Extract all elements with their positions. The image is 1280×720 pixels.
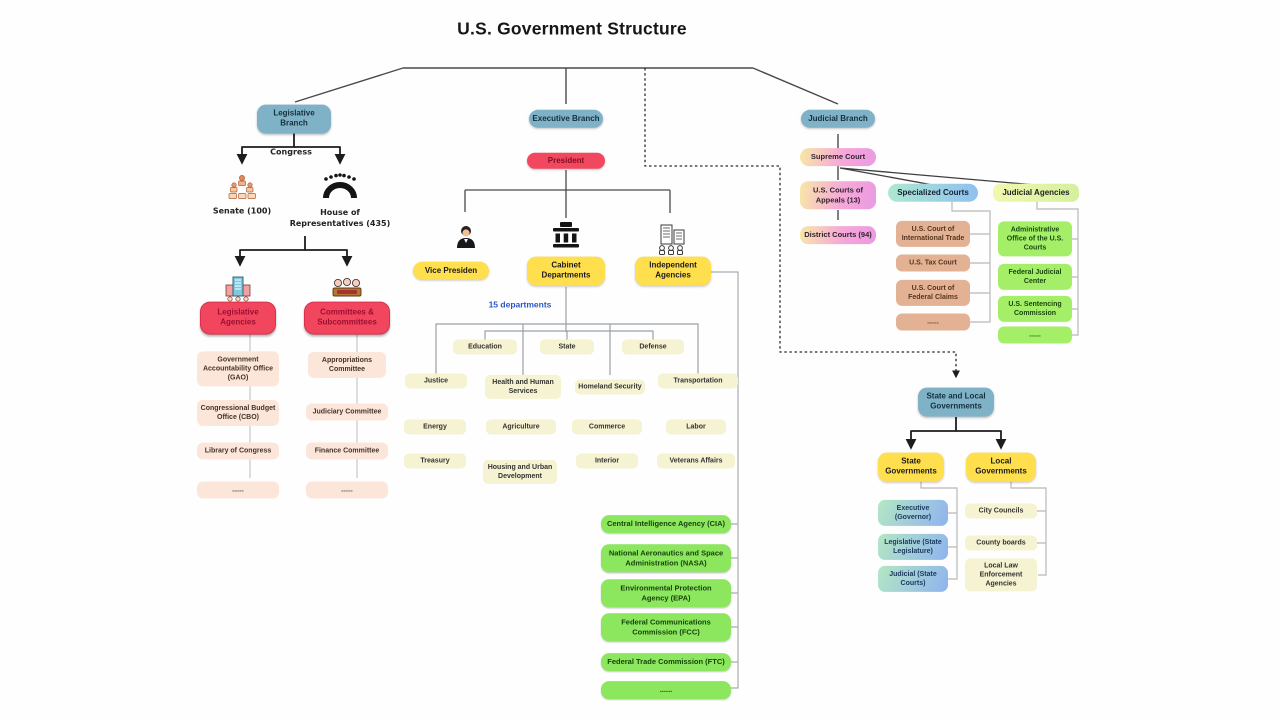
- node-court-federal-claims: U.S. Court of Federal Claims: [896, 279, 970, 307]
- node-finance-committee: Finance Committee: [306, 442, 388, 460]
- node-state-governments: State Governments: [878, 452, 944, 482]
- node-committees-more: ......: [306, 481, 388, 499]
- house-of-representatives-icon: [323, 173, 357, 199]
- vice-president-person-icon: [457, 226, 475, 248]
- node-fcc: Federal Communications Commission (FCC): [601, 613, 731, 641]
- node-state-executive-governor: Executive (Governor): [878, 499, 948, 527]
- node-specialized-courts: Specialized Courts: [888, 183, 978, 203]
- node-courts-of-appeals: U.S. Courts of Appeals (13): [800, 181, 876, 209]
- node-court-international-trade: U.S. Court of International Trade: [896, 220, 970, 248]
- node-state-courts: Judicial (State Courts): [878, 565, 948, 593]
- node-dept-labor: Labor: [666, 419, 726, 435]
- node-local-law-enforcement: Local Law Enforcement Agencies: [965, 558, 1037, 592]
- node-gao: Government Accountability Office (GAO): [197, 351, 279, 387]
- senate-people-icon: [228, 175, 256, 199]
- node-supreme-court: Supreme Court: [800, 148, 876, 166]
- node-dept-state: State: [540, 339, 594, 355]
- node-vice-president: Vice Presiden: [413, 261, 489, 281]
- node-judicial-agencies-more: ......: [998, 326, 1072, 344]
- node-dept-education: Education: [453, 339, 517, 355]
- node-dept-commerce: Commerce: [572, 419, 642, 435]
- node-nasa: National Aeronautics and Space Administr…: [601, 544, 731, 572]
- node-state-local-governments: State and Local Governments: [918, 387, 994, 417]
- house-label: House of Representatives (435): [289, 208, 391, 228]
- departments-count-note: 15 departments: [488, 299, 552, 310]
- node-dept-hhs: Health and Human Services: [485, 374, 561, 400]
- node-specialized-courts-more: ......: [896, 313, 970, 331]
- node-dept-transportation: Transportation: [658, 373, 738, 389]
- node-county-boards: County boards: [965, 535, 1037, 551]
- node-judicial-agencies: Judicial Agencies: [993, 183, 1079, 203]
- node-legislative-branch: Legislative Branch: [257, 104, 331, 134]
- node-judicial-branch: Judicial Branch: [801, 109, 875, 129]
- node-library-of-congress: Library of Congress: [197, 442, 279, 460]
- node-district-courts: District Courts (94): [800, 226, 876, 244]
- node-dept-treasury: Treasury: [404, 453, 466, 469]
- node-dept-interior: Interior: [576, 453, 638, 469]
- node-dept-defense: Defense: [622, 339, 684, 355]
- node-executive-branch: Executive Branch: [529, 109, 603, 129]
- node-independent-agencies: Independent Agencies: [635, 256, 711, 286]
- committees-people-desk-icon: [332, 277, 362, 297]
- node-sentencing-commission: U.S. Sentencing Commission: [998, 295, 1072, 323]
- node-state-legislature: Legislative (State Legislature): [878, 533, 948, 561]
- senate-label: Senate (100): [212, 206, 272, 216]
- node-legislative-agencies-more: ......: [197, 481, 279, 499]
- congress-label: Congress: [270, 147, 312, 157]
- node-dept-justice: Justice: [405, 373, 467, 389]
- node-cia: Central Intelligence Agency (CIA): [601, 515, 731, 533]
- node-dept-veterans-affairs: Veterans Affairs: [657, 453, 735, 469]
- page-title: U.S. Government Structure: [457, 18, 687, 39]
- node-cbo: Congressional Budget Office (CBO): [197, 399, 279, 427]
- node-legislative-agencies: Legislative Agencies: [200, 301, 276, 335]
- node-admin-office-us-courts: Administrative Office of the U.S. Courts: [998, 221, 1072, 257]
- independent-agencies-buildings-icon: [659, 224, 685, 255]
- node-committees: Committees & Subcommittees: [304, 301, 390, 335]
- node-dept-hud: Housing and Urban Development: [483, 459, 557, 485]
- node-dept-agriculture: Agriculture: [486, 419, 556, 435]
- node-federal-judicial-center: Federal Judicial Center: [998, 263, 1072, 291]
- node-president: President: [527, 152, 605, 170]
- node-city-councils: City Councils: [965, 503, 1037, 519]
- node-cabinet-departments: Cabinet Departments: [527, 256, 605, 286]
- node-tax-court: U.S. Tax Court: [896, 254, 970, 272]
- node-epa: Environmental Protection Agency (EPA): [601, 579, 731, 607]
- node-dept-homeland-security: Homeland Security: [575, 379, 645, 395]
- node-dept-energy: Energy: [404, 419, 466, 435]
- cabinet-building-icon: [553, 222, 579, 248]
- legislative-agencies-building-icon: [225, 276, 251, 302]
- node-appropriations-committee: Appropriations Committee: [308, 351, 386, 379]
- node-local-governments: Local Governments: [966, 452, 1036, 482]
- node-independent-agencies-more: ......: [601, 681, 731, 699]
- node-ftc: Federal Trade Commission (FTC): [601, 653, 731, 671]
- node-judiciary-committee: Judiciary Committee: [306, 403, 388, 421]
